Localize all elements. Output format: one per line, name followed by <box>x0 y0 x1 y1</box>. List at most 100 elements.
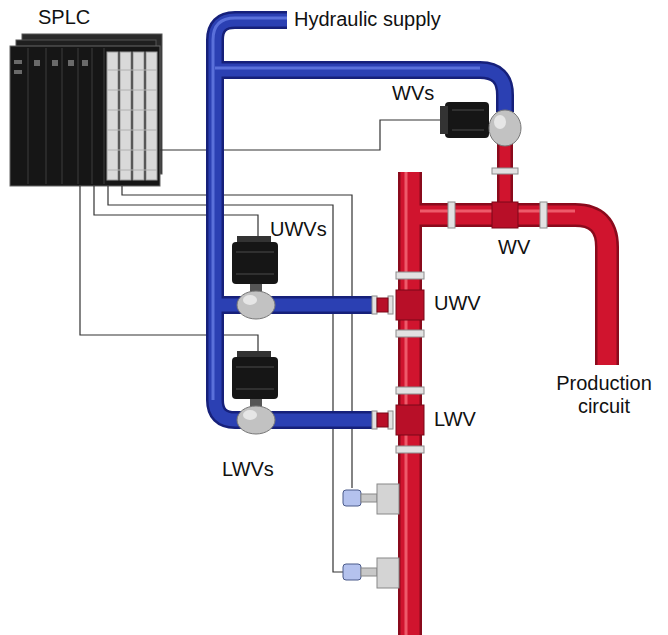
pipe-flange <box>396 330 424 337</box>
status-lights <box>34 60 40 66</box>
uwv-actuator <box>236 252 274 253</box>
lwv-actuator <box>232 357 278 399</box>
pipe-tee <box>492 202 518 228</box>
pipe-flange <box>396 272 424 279</box>
status-lights <box>82 60 88 66</box>
pipe-flange <box>372 168 547 453</box>
pipe-flange <box>372 296 377 314</box>
hydraulic-pipe <box>215 20 372 420</box>
lwv-actuator <box>243 410 257 420</box>
uwv-actuator <box>232 236 278 319</box>
pressure-transmitter <box>361 494 377 502</box>
pipe-flange <box>492 168 518 174</box>
lwv-actuator <box>236 389 274 390</box>
status-lights <box>14 60 88 74</box>
pipe-flange <box>396 446 424 453</box>
pressure-transmitter <box>377 558 399 588</box>
splc-rack <box>10 34 162 186</box>
uwv-actuator <box>236 274 274 275</box>
production-pipe <box>405 172 408 635</box>
pipe-tee <box>396 405 424 435</box>
signal-wire <box>94 186 258 238</box>
io-terminals <box>107 70 157 170</box>
io-module <box>107 52 157 180</box>
hydraulic-pipe <box>215 67 480 70</box>
hydraulic-pipe <box>215 20 372 420</box>
uwv-actuator <box>232 242 278 284</box>
wv-actuator <box>440 102 521 146</box>
pipe-tee <box>396 290 424 320</box>
io-terminals <box>107 90 157 91</box>
cpu-module <box>78 48 79 184</box>
lwv-actuator <box>237 406 275 434</box>
status-lights <box>68 60 74 66</box>
actuator-label: UWVs <box>270 218 327 241</box>
pressure-transmitter <box>343 490 361 506</box>
valve-label: UWV <box>434 292 481 315</box>
lwv-actuator <box>236 367 274 368</box>
pressure-transmitter <box>343 564 361 580</box>
cpu-module <box>104 48 105 184</box>
pipe-tee <box>377 202 518 435</box>
io-module <box>146 52 157 180</box>
cpu-module <box>92 48 93 184</box>
io-module <box>107 52 118 180</box>
io-module <box>133 52 144 180</box>
io-terminals <box>107 110 157 111</box>
circuit-label: Production circuit <box>548 372 660 418</box>
splc-rack <box>10 46 160 186</box>
production-pipe <box>410 215 607 365</box>
pipe-label: Hydraulic supply <box>294 8 441 31</box>
status-lights <box>14 70 22 74</box>
pipe-tee <box>377 413 388 427</box>
pipe-flange <box>388 296 393 314</box>
status-lights <box>52 60 58 66</box>
io-terminals <box>107 70 157 71</box>
wv-actuator <box>452 130 484 131</box>
pipe-flange <box>540 202 547 228</box>
valve-label: WV <box>498 236 530 259</box>
cpu-module <box>28 48 104 184</box>
signal-wire <box>108 186 345 572</box>
pressure-transmitter <box>343 484 399 588</box>
hydraulic-pipe <box>213 18 287 400</box>
pressure-transmitter <box>377 484 399 514</box>
lwv-actuator <box>232 351 278 434</box>
wv-actuator <box>452 110 484 111</box>
production-pipe <box>500 140 511 210</box>
signal-wire <box>122 186 352 488</box>
io-terminals <box>107 170 157 171</box>
uwv-actuator <box>243 295 257 305</box>
valve-label: LWV <box>434 408 476 431</box>
signal-wire <box>160 120 445 150</box>
cpu-module <box>28 48 29 184</box>
actuator-label: WVs <box>392 82 434 105</box>
pipe-flange <box>372 411 377 429</box>
pipe-flange <box>388 411 393 429</box>
signal-wire <box>80 120 445 572</box>
pipe-flange <box>396 387 424 394</box>
cpu-module <box>46 48 47 184</box>
io-terminals <box>107 150 157 151</box>
wv-actuator <box>494 115 506 129</box>
pipe-flange <box>448 202 455 228</box>
production-pipe <box>401 172 420 635</box>
wv-actuator <box>489 110 521 146</box>
pipe-tee <box>377 298 388 312</box>
production-pipe <box>410 215 607 365</box>
status-lights <box>14 60 22 64</box>
production-pipe <box>398 172 422 635</box>
production-pipe <box>497 140 513 210</box>
pressure-transmitter <box>361 568 377 576</box>
io-terminals <box>107 130 157 131</box>
uwv-actuator <box>237 291 275 319</box>
wv-actuator <box>445 102 489 138</box>
signal-wire <box>80 186 258 356</box>
controller-label: SPLC <box>38 6 90 29</box>
io-module <box>120 52 131 180</box>
wv-actuator <box>440 106 448 134</box>
actuator-label: LWVs <box>222 458 274 481</box>
